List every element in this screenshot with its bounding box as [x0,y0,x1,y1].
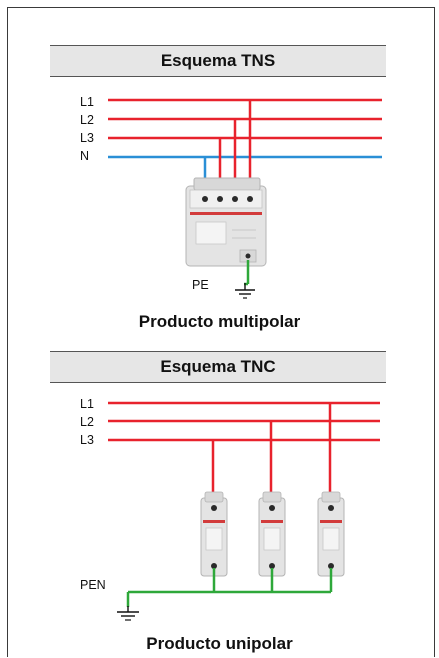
tnc-caption: Producto unipolar [146,634,293,653]
ground-icon [117,606,139,621]
tns-title: Esquema TNS [160,51,276,70]
tnc-label-l1: L1 [80,397,94,411]
tns-label-n: N [80,149,89,163]
unipolar-device-3 [317,491,345,577]
ground-icon [235,283,255,299]
diagram-frame [7,7,435,658]
tnc-header: Esquema TNC [50,351,386,383]
tns-header: Esquema TNS [50,45,386,77]
tns-label-l3: L3 [80,131,94,145]
tnc-title: Esquema TNC [160,357,276,376]
multipolar-device [185,177,267,267]
tns-caption: Producto multipolar [138,312,301,331]
unipolar-device-1 [200,491,228,577]
pe-label: PE [192,278,209,292]
unipolar-device-2 [258,491,286,577]
tnc-label-l2: L2 [80,415,94,429]
tns-diagram: L1 L2 L3 N [80,95,382,299]
pen-label: PEN [80,578,106,592]
tns-label-l2: L2 [80,113,94,127]
tnc-label-l3: L3 [80,433,94,447]
tns-label-l1: L1 [80,95,94,109]
tnc-diagram: L1 L2 L3 [80,397,380,621]
